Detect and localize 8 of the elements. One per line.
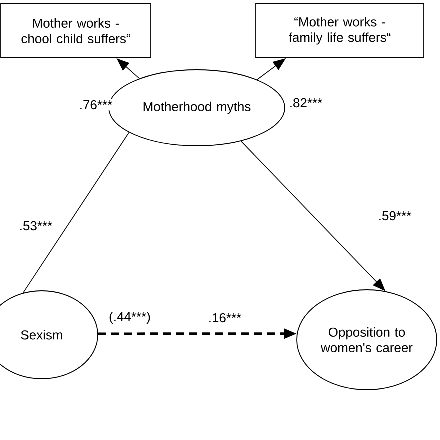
coefficient-label: .76***: [78, 99, 114, 111]
statement-box: “Mother works - family life suffers“: [256, 4, 424, 58]
coefficient-label: .59***: [377, 210, 413, 222]
coefficient-label: (.44***): [110, 312, 150, 324]
statement-box: Mother works - chool child suffers“: [0, 4, 152, 58]
coefficient-label: .53***: [18, 220, 54, 232]
coefficient-label: .82***: [288, 97, 324, 109]
coefficient-label: .16***: [207, 312, 243, 324]
